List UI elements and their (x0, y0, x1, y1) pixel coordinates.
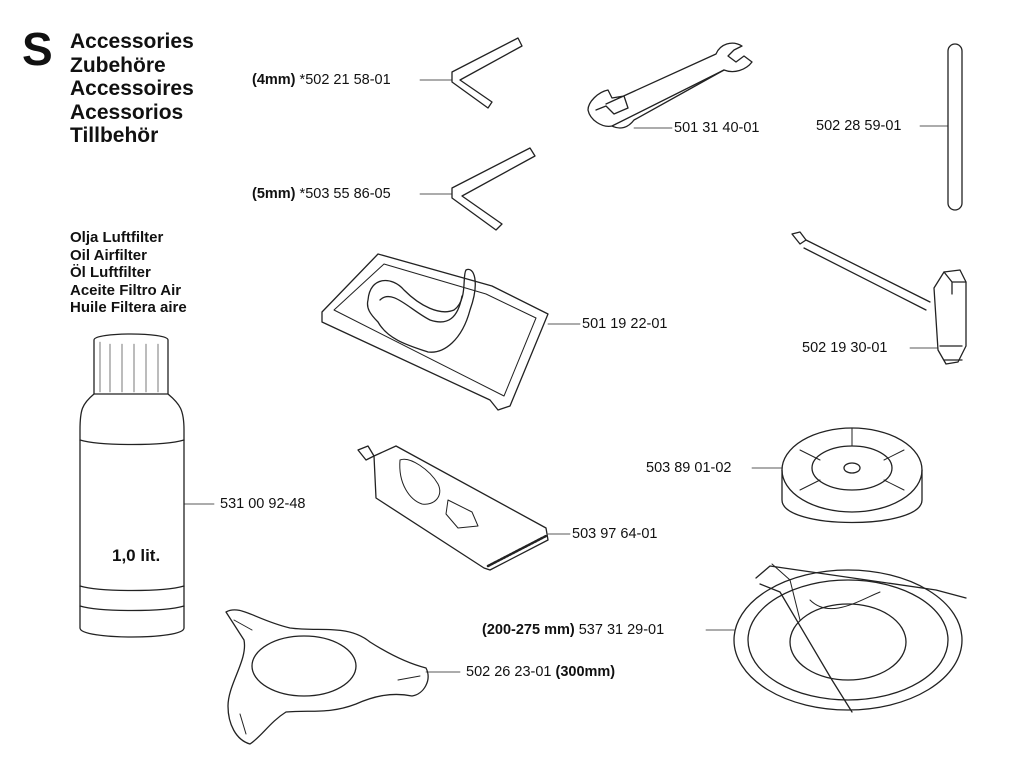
part-label-rod: 502 28 59-01 (816, 118, 901, 135)
oil-title-line: Öl Luftfilter (70, 264, 151, 281)
title-line: Zubehöre (70, 53, 166, 77)
part-number: 503 89 01-02 (646, 460, 732, 476)
part-number: 502 28 59-01 (816, 118, 902, 134)
part-number: 531 00 92-48 (220, 496, 306, 512)
support-cup-illustration (225, 609, 461, 745)
oil-title-line: Olja Luftfilter (70, 229, 164, 246)
oil-title-line: Huile Filtera aire (70, 299, 187, 316)
part-number: 502 26 23-01 (466, 664, 552, 680)
guard-disc-illustration (751, 427, 923, 524)
hex-key-4mm-illustration (419, 37, 523, 109)
oil-title-line: Oil Airfilter (70, 246, 147, 264)
cutting-guard-illustration (705, 563, 967, 713)
part-size: (5mm) (252, 186, 296, 202)
part-label-guard-disc: 503 89 01-02 (646, 460, 731, 477)
part-label-wrench: 501 31 40-01 (674, 120, 759, 137)
part-label-grease-tube: 503 97 64-01 (572, 526, 657, 543)
part-label-hex-key-5mm: (5mm) *503 55 86-05 (252, 186, 391, 203)
title-line: Acessorios (70, 100, 184, 124)
oil-title-block: Olja Luftfilter Oil Airfilter Öl Luftfil… (70, 229, 187, 317)
hex-key-5mm-illustration (419, 147, 536, 231)
part-number: 502 19 30-01 (802, 340, 888, 356)
part-label-oil-bottle: 531 00 92-48 (220, 496, 305, 513)
part-size: (4mm) (252, 72, 296, 88)
oil-bottle-illustration (79, 333, 215, 638)
part-size: (200-275 mm) (482, 622, 575, 638)
part-number: 501 31 40-01 (674, 120, 760, 136)
part-label-support-cup: 502 26 23-01 (300mm) (466, 664, 615, 681)
oil-title-line: Aceite Filtro Air (70, 281, 182, 299)
part-label-plug-wrench: 502 19 30-01 (802, 340, 887, 357)
part-size: (300mm) (555, 664, 616, 680)
part-label-hex-key-4mm: (4mm) *502 21 58-01 (252, 72, 391, 89)
rod-illustration (919, 43, 963, 211)
carrying-bag-illustration (321, 253, 581, 411)
bottle-volume-label: 1,0 lit. (112, 546, 161, 565)
part-number: *502 21 58-01 (299, 72, 391, 88)
grease-tube-illustration (357, 445, 571, 571)
title-line: Accessoires (70, 77, 194, 100)
part-label-carrying-bag: 501 19 22-01 (582, 316, 667, 333)
part-number: 501 19 22-01 (582, 316, 668, 332)
wrench-illustration (587, 42, 753, 129)
section-letter: S (22, 23, 53, 75)
title-block: Accessories Zubehöre Accessoires Acessor… (70, 30, 194, 148)
title-line: Tillbehör (70, 124, 159, 147)
part-label-cutting-guard: (200-275 mm) 537 31 29-01 (482, 622, 664, 639)
part-number: *503 55 86-05 (299, 186, 391, 202)
plug-wrench-illustration (791, 231, 967, 365)
title-line: Accessories (70, 30, 194, 53)
part-number: 503 97 64-01 (572, 526, 658, 542)
part-number: 537 31 29-01 (578, 622, 665, 638)
